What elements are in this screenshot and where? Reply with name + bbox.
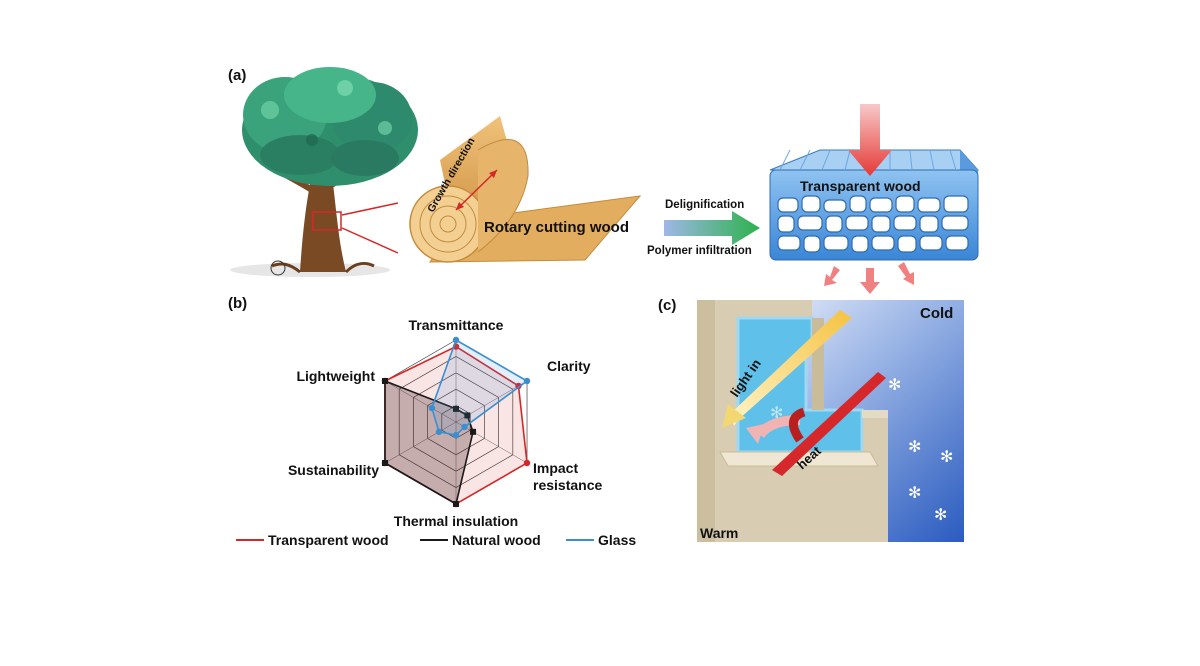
process-arrow-icon bbox=[664, 211, 760, 245]
radar-spoke bbox=[384, 421, 457, 464]
axis-label: Sustainability bbox=[288, 462, 379, 478]
window-scene bbox=[697, 300, 964, 542]
radar-point bbox=[381, 378, 388, 384]
radar-point bbox=[452, 431, 460, 439]
log-roll-icon bbox=[409, 116, 642, 263]
radar-point bbox=[453, 501, 459, 507]
legend-label-natural-wood: Natural wood bbox=[452, 532, 541, 548]
radar-point bbox=[435, 428, 443, 436]
pointer-line-top bbox=[341, 202, 399, 216]
snowflake-icon: ✻ bbox=[940, 447, 953, 466]
axis-label: Lightweight bbox=[296, 368, 375, 384]
pointer-line-bottom bbox=[341, 227, 399, 254]
radar-spoke bbox=[455, 421, 528, 464]
panel-c-label: (c) bbox=[658, 297, 676, 314]
snowflake-icon: ✻ bbox=[770, 403, 783, 422]
snowflake-icon: ✻ bbox=[908, 483, 921, 502]
legend: Transparent wood Natural wood Glass bbox=[236, 532, 636, 548]
snowflake-icon: ✻ bbox=[908, 437, 921, 456]
cold-label: Cold bbox=[920, 305, 953, 322]
panel-b-label: (b) bbox=[228, 295, 247, 312]
radar-point bbox=[523, 459, 531, 467]
axis-label: Transmittance bbox=[409, 317, 504, 333]
snowflake-icon: ✻ bbox=[888, 375, 901, 394]
transparent-wood-label: Transparent wood bbox=[800, 178, 921, 194]
rotary-cutting-label: Rotary cutting wood bbox=[484, 219, 629, 236]
delignification-label: Delignification bbox=[665, 199, 744, 211]
axis-label: Thermal insulation bbox=[394, 513, 518, 529]
legend-label-glass: Glass bbox=[598, 532, 636, 548]
legend-label-transparent-wood: Transparent wood bbox=[268, 532, 389, 548]
radar-point bbox=[470, 428, 477, 435]
axis-label: Clarity bbox=[547, 358, 591, 374]
snowflake-icon: ✻ bbox=[934, 505, 947, 524]
warm-label: Warm bbox=[700, 525, 738, 541]
radar-point bbox=[523, 377, 531, 385]
panel-a-label: (a) bbox=[228, 67, 246, 84]
radar-point bbox=[428, 404, 436, 412]
radar-point bbox=[381, 460, 388, 466]
radar-point bbox=[452, 336, 460, 344]
transparent-wood-block bbox=[769, 149, 980, 261]
tree-icon bbox=[230, 67, 418, 277]
radar-point bbox=[464, 412, 471, 419]
growth-arrow bbox=[455, 169, 498, 211]
radar-spoke bbox=[384, 380, 457, 423]
radar-point bbox=[453, 405, 459, 412]
incoming-light-arrow bbox=[848, 104, 892, 176]
polymer-infiltration-label: Polymer infiltration bbox=[647, 245, 752, 257]
transmitted-light-arrows bbox=[824, 262, 914, 294]
radar-point bbox=[461, 423, 468, 431]
